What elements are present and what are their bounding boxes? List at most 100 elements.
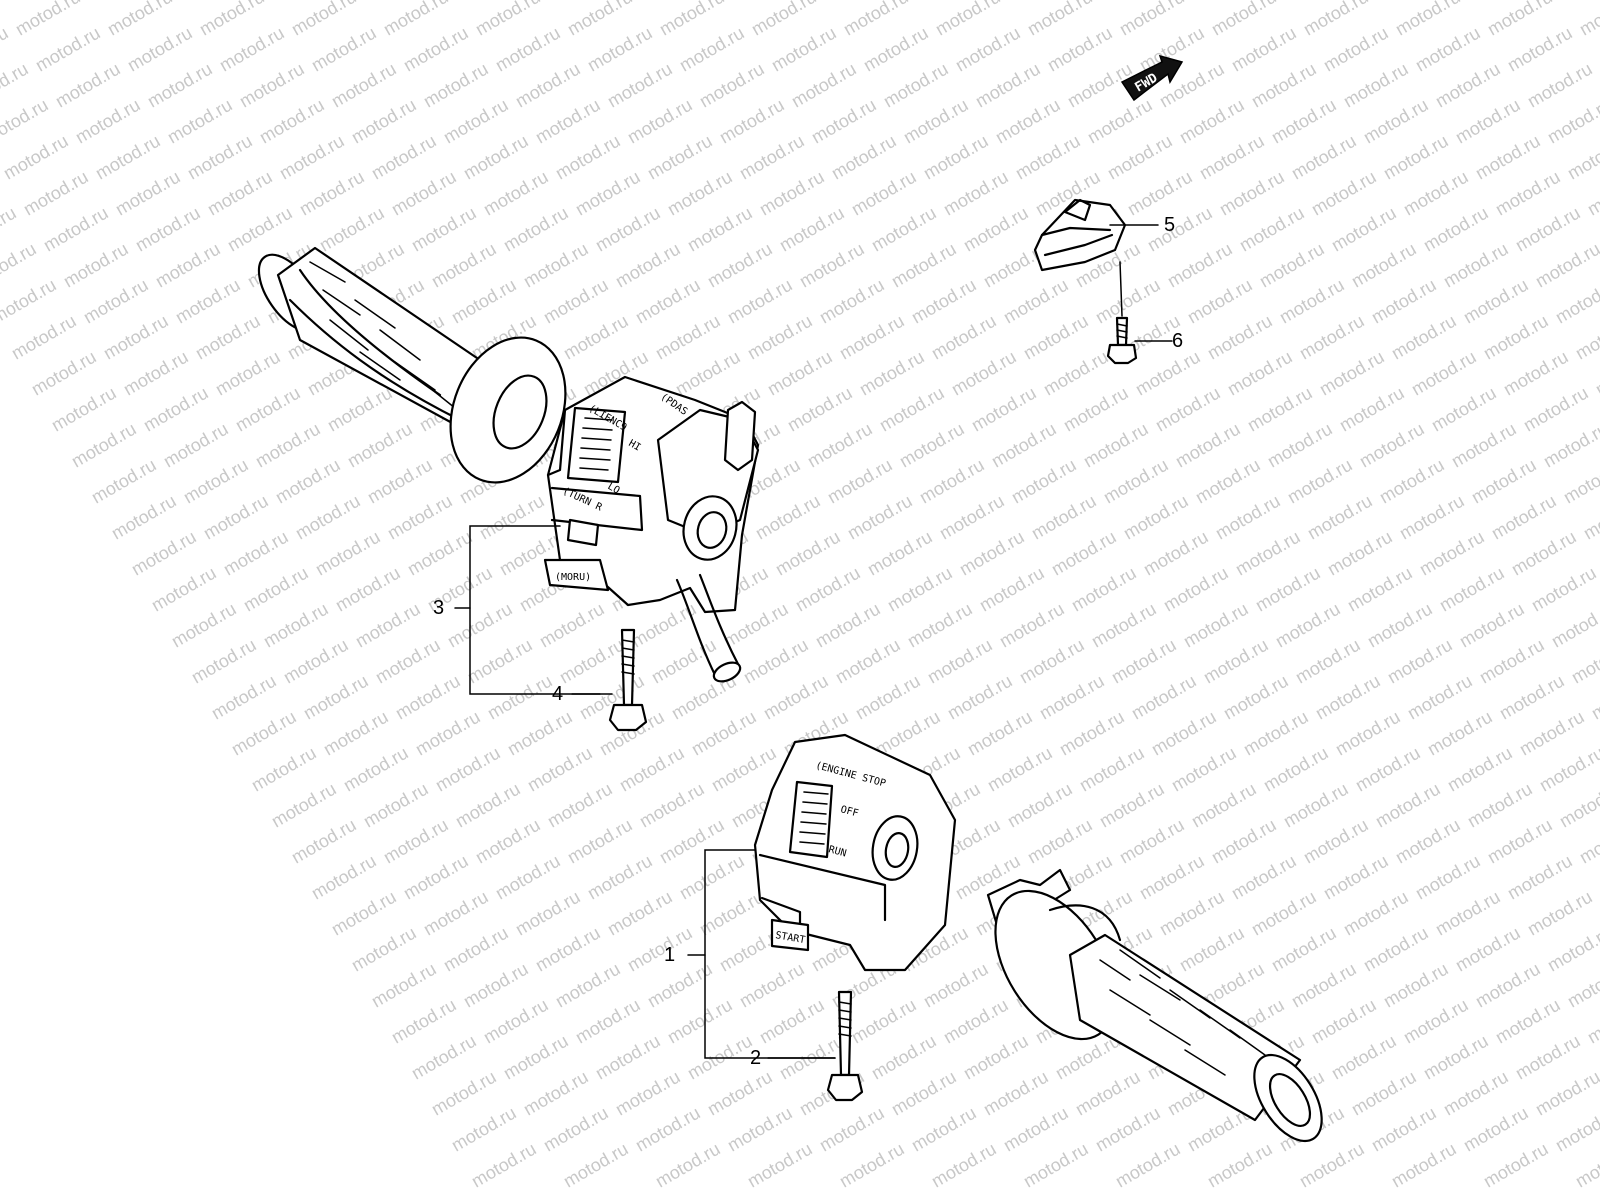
- left-marking-hi: HI: [627, 438, 643, 454]
- watermark-text: motod.ru: [1148, 707, 1220, 760]
- watermark-text: motod.ru: [464, 635, 536, 688]
- watermark-text: motod.ru: [1328, 203, 1400, 256]
- watermark-text: motod.ru: [1532, 1067, 1600, 1120]
- watermark-text: motod.ru: [688, 707, 760, 760]
- watermark-text: motod.ru: [1460, 275, 1532, 328]
- watermark-text: motod.ru: [1524, 887, 1596, 940]
- watermark-text: motod.ru: [224, 203, 296, 256]
- watermark-text: motod.ru: [308, 23, 380, 76]
- watermark-text: motod.ru: [920, 131, 992, 184]
- watermark-text: motod.ru: [1308, 995, 1380, 1048]
- watermark-text: motod.ru: [364, 455, 436, 508]
- callout-1: 1: [664, 944, 675, 966]
- watermark-text: motod.ru: [632, 1103, 704, 1156]
- watermark-text: motod.ru: [904, 599, 976, 652]
- watermark-text: motod.ru: [848, 167, 920, 220]
- watermark-text: motod.ru: [1176, 95, 1248, 148]
- watermark-text: motod.ru: [924, 635, 996, 688]
- watermark-text: motod.ru: [368, 959, 440, 1012]
- watermark-text: motod.ru: [1508, 527, 1580, 580]
- watermark-text: motod.ru: [1176, 923, 1248, 976]
- watermark-text: motod.ru: [1072, 1067, 1144, 1120]
- watermark-text: motod.ru: [948, 347, 1020, 400]
- watermark-text: motod.ru: [1424, 707, 1496, 760]
- watermark-text: motod.ru: [1340, 59, 1412, 112]
- watermark-text: motod.ru: [1456, 599, 1528, 652]
- watermark-text: motod.ru: [148, 563, 220, 616]
- watermark-text: motod.ru: [1400, 167, 1472, 220]
- watermark-text: motod.ru: [1248, 59, 1320, 112]
- watermark-text: motod.ru: [540, 1103, 612, 1156]
- watermark-text: motod.ru: [612, 1067, 684, 1120]
- watermark-text: motod.ru: [864, 527, 936, 580]
- watermark-text: motod.ru: [860, 23, 932, 76]
- watermark-text: motod.ru: [572, 167, 644, 220]
- watermark-text: motod.ru: [612, 239, 684, 292]
- watermark-text: motod.ru: [48, 383, 120, 436]
- watermark-text: motod.ru: [812, 599, 884, 652]
- watermark-text: motod.ru: [984, 743, 1056, 796]
- watermark-text: motod.ru: [320, 707, 392, 760]
- watermark-text: motod.ru: [1120, 491, 1192, 544]
- watermark-text: motod.ru: [1504, 851, 1576, 904]
- watermark-text: motod.ru: [152, 239, 224, 292]
- watermark-text: motod.ru: [316, 203, 388, 256]
- watermark-text: motod.ru: [472, 815, 544, 868]
- watermark-text: motod.ru: [544, 779, 616, 832]
- watermark-text: motod.ru: [1252, 563, 1324, 616]
- watermark-text: motod.ru: [72, 95, 144, 148]
- watermark-text: motod.ru: [604, 887, 676, 940]
- fwd-direction-badge: FWD: [1120, 54, 1184, 102]
- watermark-text: motod.ru: [400, 851, 472, 904]
- watermark-text: motod.ru: [1080, 419, 1152, 472]
- watermark-text: motod.ru: [296, 167, 368, 220]
- watermark-text: motod.ru: [1268, 95, 1340, 148]
- watermark-text: motod.ru: [672, 347, 744, 400]
- watermark-text: motod.ru: [616, 743, 688, 796]
- watermark-text: motod.ru: [532, 923, 604, 976]
- watermark-text: motod.ru: [696, 887, 768, 940]
- watermark-text: motod.ru: [204, 167, 276, 220]
- watermark-text: motod.ru: [848, 995, 920, 1048]
- watermark-text: motod.ru: [1492, 167, 1564, 220]
- watermark-text: motod.ru: [60, 239, 132, 292]
- watermark-text: motod.ru: [1300, 815, 1372, 868]
- watermark-text: motod.ru: [956, 527, 1028, 580]
- watermark-text: motod.ru: [560, 311, 632, 364]
- watermark-text: motod.ru: [816, 1103, 888, 1156]
- watermark-text: motod.ru: [108, 491, 180, 544]
- watermark-text: motod.ru: [1528, 563, 1600, 616]
- watermark-text: motod.ru: [1516, 707, 1588, 760]
- watermark-text: motod.ru: [400, 23, 472, 76]
- watermark-text: motod.ru: [1472, 131, 1544, 184]
- watermark-text: motod.ru: [868, 1031, 940, 1084]
- watermark-text: motod.ru: [704, 239, 776, 292]
- watermark-text: motod.ru: [328, 887, 400, 940]
- watermark-text: motod.ru: [1420, 203, 1492, 256]
- watermark-text: motod.ru: [736, 131, 808, 184]
- watermark-text: motod.ru: [1356, 419, 1428, 472]
- watermark-text: motod.ru: [1368, 275, 1440, 328]
- watermark-text: motod.ru: [1160, 563, 1232, 616]
- watermark-text: motod.ru: [228, 707, 300, 760]
- watermark-text: motod.ru: [324, 383, 396, 436]
- watermark-text: motod.ru: [1040, 347, 1112, 400]
- watermark-text: motod.ru: [968, 383, 1040, 436]
- watermark-text: motod.ru: [188, 635, 260, 688]
- watermark-text: motod.ru: [1144, 203, 1216, 256]
- watermark-text: motod.ru: [1536, 743, 1600, 796]
- watermark-text: motod.ru: [468, 1139, 540, 1192]
- watermark-text: motod.ru: [212, 347, 284, 400]
- watermark-text: motod.ru: [308, 851, 380, 904]
- watermark-text: motod.ru: [1452, 923, 1524, 976]
- watermark-text: motod.ru: [724, 275, 796, 328]
- watermark-text: motod.ru: [28, 347, 100, 400]
- watermark-text: motod.ru: [1504, 23, 1576, 76]
- watermark-text: motod.ru: [384, 491, 456, 544]
- watermark-text: motod.ru: [0, 275, 60, 328]
- watermark-text: motod.ru: [900, 95, 972, 148]
- watermark-text: motod.ru: [1012, 131, 1084, 184]
- watermark-text: motod.ru: [744, 311, 816, 364]
- watermark-text: motod.ru: [1236, 203, 1308, 256]
- watermark-text: motod.ru: [652, 1139, 724, 1192]
